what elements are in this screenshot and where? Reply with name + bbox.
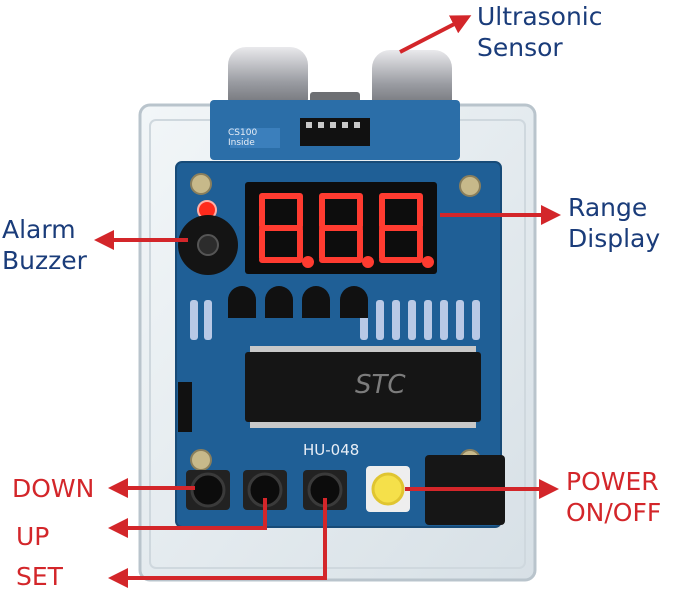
- segment-digits: [259, 193, 434, 268]
- label-ultrasonic: Ultrasonic Sensor: [477, 1, 603, 63]
- arrow-set: [108, 498, 327, 588]
- label-power: POWER ON/OFF: [566, 466, 661, 528]
- label-power-line1: POWER: [566, 467, 659, 496]
- resistor-row: [190, 300, 480, 340]
- label-ultrasonic-line1: Ultrasonic: [477, 2, 603, 31]
- chip-brand: STC: [355, 370, 406, 400]
- label-down: DOWN: [12, 474, 95, 503]
- transistors: [228, 286, 368, 318]
- label-up: UP: [16, 522, 50, 551]
- label-range-line1: Range: [568, 193, 648, 222]
- label-power-line2: ON/OFF: [566, 498, 662, 527]
- arrow-up: [108, 498, 267, 538]
- label-ultrasonic-line2: Sensor: [477, 33, 563, 62]
- label-range: Range Display: [568, 192, 660, 254]
- label-alarm-line1: Alarm: [2, 215, 76, 244]
- arrow-ultrasonic: [399, 15, 472, 54]
- sensor-marking: CS100 Inside: [228, 128, 258, 148]
- ultrasonic-transducer-left: [228, 47, 308, 117]
- mcu-chip: [245, 352, 481, 422]
- board-model: HU-048: [303, 441, 360, 459]
- callout-arrows: [94, 15, 561, 588]
- pin-header: [178, 382, 192, 432]
- label-range-line2: Display: [568, 224, 661, 253]
- label-alarm-line2: Buzzer: [2, 246, 87, 275]
- down-button[interactable]: [190, 472, 226, 508]
- power-button[interactable]: [371, 472, 405, 506]
- label-set: SET: [16, 562, 63, 591]
- label-alarm: Alarm Buzzer: [2, 214, 87, 276]
